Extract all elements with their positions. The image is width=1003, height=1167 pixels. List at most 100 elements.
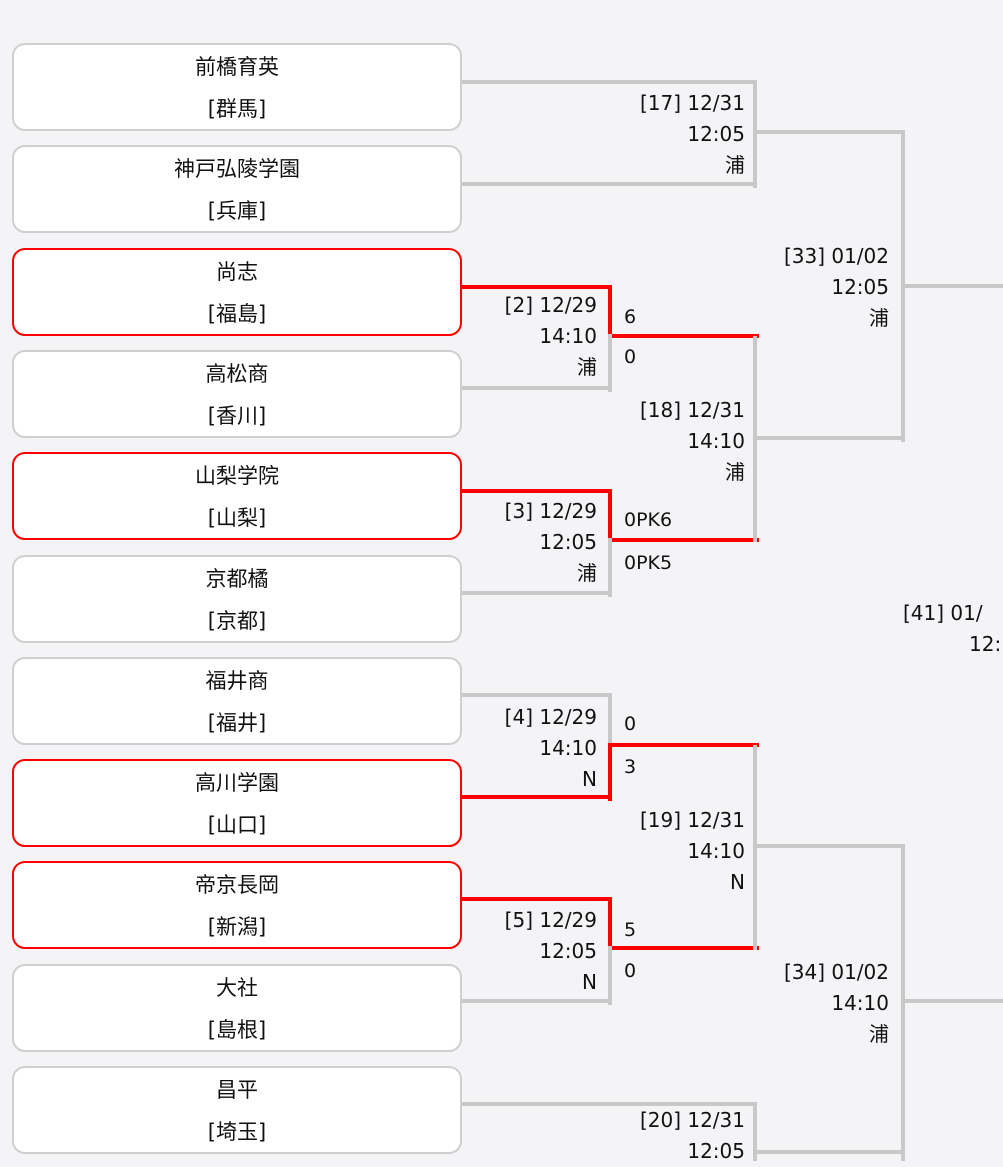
winner-bracket-line — [460, 489, 612, 493]
team-name: 高松商 — [205, 362, 269, 386]
match-time: 14:10 — [687, 839, 745, 863]
winner-bracket-line — [460, 285, 612, 289]
team-box[interactable]: 山梨学院 [山梨] — [12, 452, 462, 540]
match-id: [5] 12/29 — [504, 908, 597, 932]
match-id: [20] 12/31 — [639, 1108, 745, 1132]
bracket-line — [608, 334, 612, 392]
team-name: 帝京長岡 — [195, 873, 279, 897]
team-name: 京都橘 — [205, 567, 269, 591]
match-18-info[interactable]: [18] 12/31 14:10 浦 — [640, 395, 745, 488]
match-41-info[interactable]: [41] 01/ 12: — [903, 598, 1001, 660]
match-id: [33] 01/02 — [783, 244, 889, 268]
bracket-line — [901, 284, 1003, 288]
match-id: [18] 12/31 — [639, 398, 745, 422]
team-name: 昌平 — [216, 1078, 258, 1102]
bracket-line — [460, 693, 612, 697]
match-20-info[interactable]: [20] 12/31 12:05 — [640, 1105, 745, 1167]
team-prefecture: [島根] — [207, 1018, 267, 1042]
match-id: [2] 12/29 — [504, 293, 597, 317]
team-box[interactable]: 前橋育英[群馬] — [12, 43, 462, 131]
team-name: 山梨学院 — [195, 464, 279, 488]
bracket-line — [753, 844, 905, 848]
match-id: [34] 01/02 — [783, 960, 889, 984]
match-venue: 浦 — [869, 306, 889, 330]
winner-bracket-line — [608, 897, 612, 952]
team-name: 神戸弘陵学園 — [174, 157, 300, 181]
match-venue: 浦 — [725, 153, 745, 177]
match-time: 12:05 — [539, 939, 597, 963]
team-box[interactable]: 帝京長岡 [新潟] — [12, 861, 462, 949]
winner-bracket-line — [608, 334, 759, 338]
team-name: 福井商 — [205, 669, 269, 693]
bracket-line — [460, 80, 757, 84]
score-m5-bottom: 0 — [624, 960, 637, 982]
match-id: [4] 12/29 — [504, 705, 597, 729]
team-prefecture: [新潟] — [207, 915, 267, 939]
bracket-line — [753, 130, 905, 134]
match-time: 14:10 — [539, 736, 597, 760]
winner-bracket-line — [608, 743, 759, 747]
bracket-line — [608, 693, 612, 747]
team-prefecture: [福井] — [207, 711, 267, 735]
bracket-line — [753, 1150, 905, 1154]
team-prefecture: [山口] — [207, 813, 267, 837]
match-time: 14:10 — [687, 429, 745, 453]
match-34-info[interactable]: [34] 01/02 14:10 浦 — [784, 957, 889, 1050]
team-prefecture: [山梨] — [207, 506, 267, 530]
bracket-line — [753, 436, 905, 440]
match-19-info[interactable]: [19] 12/31 14:10 N — [640, 805, 745, 898]
score-m3-top: 0PK6 — [624, 509, 673, 531]
team-box[interactable]: 神戸弘陵学園[兵庫] — [12, 145, 462, 233]
match-venue: N — [582, 970, 597, 994]
match-time: 12: — [969, 632, 1002, 656]
team-prefecture: [埼玉] — [207, 1120, 267, 1144]
winner-bracket-line — [608, 285, 612, 340]
match-33-info[interactable]: [33] 01/02 12:05 浦 — [784, 241, 889, 334]
team-box[interactable]: 京都橘 [京都] — [12, 555, 462, 643]
team-prefecture: [京都] — [207, 609, 267, 633]
match-venue: 浦 — [725, 460, 745, 484]
match-id: [17] 12/31 — [639, 91, 745, 115]
bracket-line — [608, 538, 612, 597]
match-time: 14:10 — [539, 324, 597, 348]
score-m4-bottom: 3 — [624, 756, 637, 778]
match-id: [3] 12/29 — [504, 499, 597, 523]
team-box[interactable]: 福井商 [福井] — [12, 657, 462, 745]
team-name: 高川学園 — [195, 771, 279, 795]
bracket-line — [460, 182, 757, 186]
bracket-line — [753, 1102, 757, 1161]
match-time: 12:05 — [539, 530, 597, 554]
winner-bracket-line — [608, 946, 759, 950]
match-17-info[interactable]: [17] 12/31 12:05 浦 — [640, 88, 745, 181]
bracket-line — [608, 946, 612, 1005]
team-prefecture: [群馬] — [207, 97, 267, 121]
match-3-info[interactable]: [3] 12/29 12:05 浦 — [505, 496, 597, 589]
match-time: 12:05 — [687, 1139, 745, 1163]
team-box[interactable]: 高松商 [香川] — [12, 350, 462, 438]
winner-bracket-line — [608, 489, 612, 544]
match-venue: 浦 — [577, 561, 597, 585]
winner-bracket-line — [608, 743, 612, 801]
winner-bracket-line — [460, 795, 612, 799]
match-time: 14:10 — [831, 991, 889, 1015]
team-box[interactable]: 尚志[福島] — [12, 248, 462, 336]
bracket-line — [460, 1102, 757, 1106]
winner-bracket-line — [460, 897, 612, 901]
bracket-line — [460, 591, 612, 595]
match-2-info[interactable]: [2] 12/29 14:10 浦 — [505, 290, 597, 383]
match-time: 12:05 — [831, 275, 889, 299]
bracket-line — [901, 999, 1003, 1003]
score-m3-bottom: 0PK5 — [624, 552, 673, 574]
match-venue: N — [730, 870, 745, 894]
match-4-info[interactable]: [4] 12/29 14:10 N — [505, 702, 597, 795]
match-5-info[interactable]: [5] 12/29 12:05 N — [505, 905, 597, 998]
team-box[interactable]: 大社[島根] — [12, 964, 462, 1052]
match-venue: 浦 — [869, 1022, 889, 1046]
match-id: [19] 12/31 — [639, 808, 745, 832]
team-prefecture: [香川] — [207, 404, 267, 428]
team-box[interactable]: 高川学園 [山口] — [12, 759, 462, 847]
bracket-line — [460, 386, 612, 390]
winner-bracket-line — [608, 538, 759, 542]
bracket-line — [460, 999, 612, 1003]
team-box[interactable]: 昌平 [埼玉] — [12, 1066, 462, 1154]
